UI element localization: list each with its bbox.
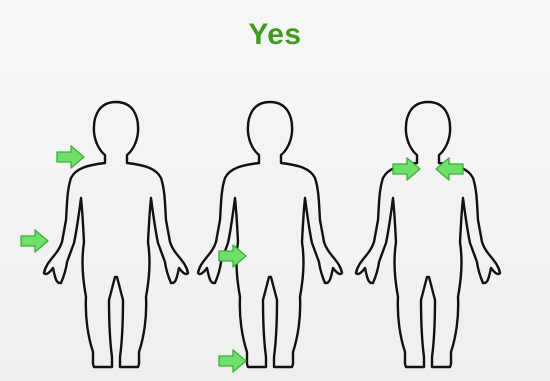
body-outline xyxy=(198,102,342,367)
body-figure-middle xyxy=(198,102,342,372)
right-arrow-icon xyxy=(219,245,246,267)
right-arrow-icon xyxy=(21,230,48,252)
body-outline xyxy=(356,102,500,367)
right-arrow-icon xyxy=(219,350,246,372)
body-outline xyxy=(44,102,188,367)
body-figure-right xyxy=(356,102,500,367)
body-figure-left xyxy=(21,102,188,367)
right-arrow-icon xyxy=(57,146,84,168)
